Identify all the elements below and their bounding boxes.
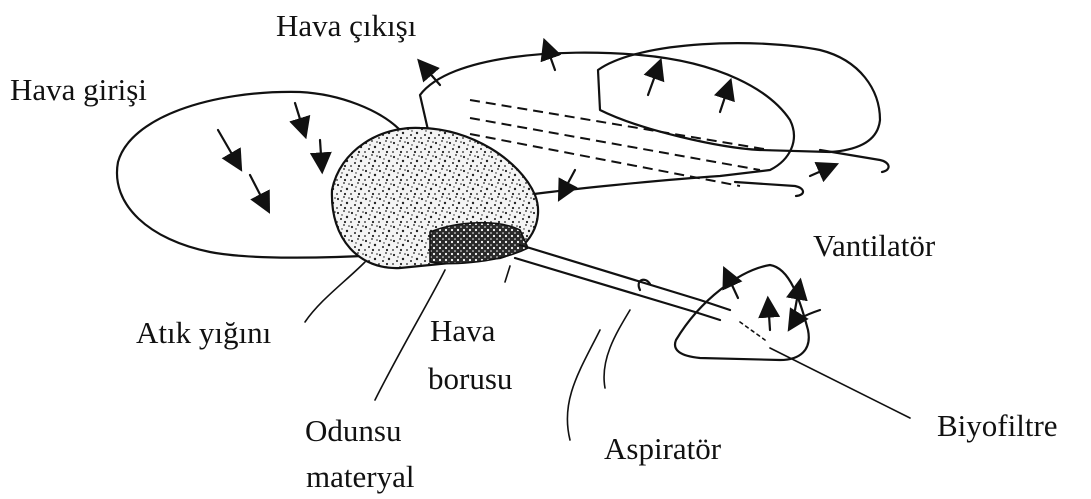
inlet-arrow-1 [218,130,240,168]
perforated-pipe-1 [470,100,770,150]
woody-material-layer [430,223,528,264]
leader-biofilter [770,348,910,418]
biofilter-mound [675,265,809,360]
biofilter-dots [740,322,765,340]
label-air-pipe-line1: Hava [430,315,495,348]
label-air-pipe-line2: borusu [428,363,512,396]
outlet-arrow-1 [420,62,440,85]
label-waste-pile: Atık yığını [136,317,271,350]
label-woody-line1: Odunsu [305,415,401,448]
outlet-arrow-6 [810,165,835,176]
inlet-arrow-4 [320,140,322,170]
air-pipe-lower [515,258,720,320]
label-fan: Vantilatör [813,230,935,263]
label-aspirator: Aspiratör [604,433,721,466]
leader-aspirator-2 [604,310,630,388]
outlet-arrow-5 [560,170,575,198]
pile-rear-right [598,43,880,152]
leader-air-pipe [505,266,510,282]
inlet-arrow-2 [295,103,305,135]
leader-aspirator-1 [567,330,600,440]
label-air-outlet: Hava çıkışı [276,10,416,43]
pipe-outlet-middle [735,182,803,196]
label-air-inlet: Hava girişi [10,74,147,107]
label-biofilter: Biyofiltre [937,410,1058,443]
inlet-arrow-3 [250,175,268,210]
biofilter-arrow-2 [768,300,770,330]
outlet-arrow-2 [545,42,555,70]
pipe-outlet-rear [820,150,889,172]
biofilter-arrow-3 [795,282,800,310]
label-woody-line2: materyal [306,461,414,494]
leader-waste-pile [305,262,365,322]
outlet-arrow-4 [720,82,730,112]
outlet-arrow-3 [648,62,660,95]
air-pipe [520,245,730,310]
